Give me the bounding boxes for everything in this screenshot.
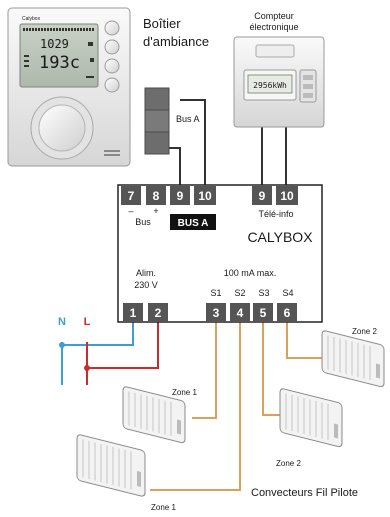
meter-title-1: Compteur (254, 11, 294, 21)
bus-plus: + (153, 206, 158, 216)
svg-text:1: 1 (130, 306, 137, 320)
footer-caption: Convecteurs Fil Pilote (251, 487, 358, 499)
svg-text:8: 8 (153, 189, 160, 203)
electronic-meter: 2956kWh (233, 36, 325, 128)
terminal-3: 3 (206, 303, 226, 322)
thermostat-caption-1: Boîtier (143, 16, 181, 31)
zone2-middle-label: Zone 2 (276, 459, 301, 468)
tele-info-terminal-block: 9 10 (252, 186, 298, 205)
terminal-9: 9 (170, 186, 190, 205)
bus-label: Bus (135, 217, 151, 227)
svg-text:3: 3 (213, 306, 220, 320)
output-s2: S2 (234, 288, 245, 298)
svg-text:6: 6 (284, 306, 291, 320)
lcd-temperature: 193c (39, 53, 80, 73)
thermostat-lcd (19, 23, 99, 88)
radiator-zone1-lower (76, 434, 146, 497)
output-s1: S1 (210, 288, 221, 298)
output-s3: S3 (258, 288, 269, 298)
alim-label-2: 230 V (134, 280, 158, 290)
svg-text:4: 4 (237, 306, 244, 320)
alim-label-1: Alim. (136, 268, 156, 278)
terminal-1: 1 (123, 303, 143, 322)
lcd-icons (24, 42, 94, 78)
terminal-8: 8 (146, 186, 166, 205)
zone1-upper-label: Zone 1 (172, 388, 197, 397)
bus-minus: – (128, 206, 133, 216)
calybox-module (117, 184, 323, 323)
lcd-bargraph (23, 28, 94, 31)
bus-a-label: Bus A (176, 114, 200, 124)
output-max-label: 100 mA max. (224, 268, 277, 278)
radiator-zone2-right (321, 330, 385, 388)
pilot-wires (150, 322, 322, 491)
mains-wires (59, 322, 159, 385)
svg-text:9: 9 (259, 189, 266, 203)
neutral-label: N (58, 316, 66, 328)
svg-text:9: 9 (177, 189, 184, 203)
bus-a-connector (144, 87, 170, 155)
thermostat-button-3[interactable] (104, 58, 120, 74)
thermostat-logo-marks (104, 150, 120, 156)
thermostat-caption-2: d'ambiance (143, 34, 209, 49)
terminal-2: 2 (148, 303, 168, 322)
zone2-right-label: Zone 2 (352, 327, 377, 336)
output-s4: S4 (282, 288, 293, 298)
svg-text:10: 10 (280, 189, 294, 203)
svg-text:5: 5 (260, 306, 267, 320)
zone1-lower-label: Zone 1 (151, 503, 176, 512)
terminal-4: 4 (230, 303, 250, 322)
bus-a-badge-text: BUS A (178, 218, 209, 229)
tele-info-label: Télé-info (258, 209, 293, 219)
svg-text:7: 7 (128, 189, 135, 203)
thermostat: Calybox 1029 193c (7, 7, 131, 167)
tele-terminal-10: 10 (276, 186, 298, 205)
meter-title-2: électronique (249, 22, 298, 32)
terminal-10: 10 (194, 186, 216, 205)
radiator-zone2-middle (279, 388, 343, 448)
terminal-7: 7 (121, 186, 141, 205)
calybox-name: CALYBOX (247, 229, 313, 245)
signal-wires (159, 99, 287, 186)
radiator-zone1-upper (122, 386, 186, 444)
thermostat-button-2[interactable] (104, 39, 120, 55)
thermostat-button-4[interactable] (104, 77, 120, 93)
svg-text:10: 10 (198, 189, 212, 203)
svg-text:2: 2 (155, 306, 162, 320)
tele-terminal-9: 9 (252, 186, 272, 205)
thermostat-dial[interactable] (38, 104, 86, 152)
terminal-6: 6 (277, 303, 297, 322)
live-label: L (84, 316, 91, 328)
terminal-5: 5 (253, 303, 273, 322)
top-terminal-block: 7 8 9 10 (121, 186, 216, 205)
bus-a-badge (170, 214, 216, 230)
lcd-time: 1029 (40, 37, 69, 51)
meter-display: 2956kWh (253, 81, 287, 90)
thermostat-button-1[interactable] (104, 20, 120, 36)
bottom-terminal-block: 1 2 3 4 5 6 (123, 303, 297, 322)
thermostat-brand: Calybox (22, 16, 41, 22)
